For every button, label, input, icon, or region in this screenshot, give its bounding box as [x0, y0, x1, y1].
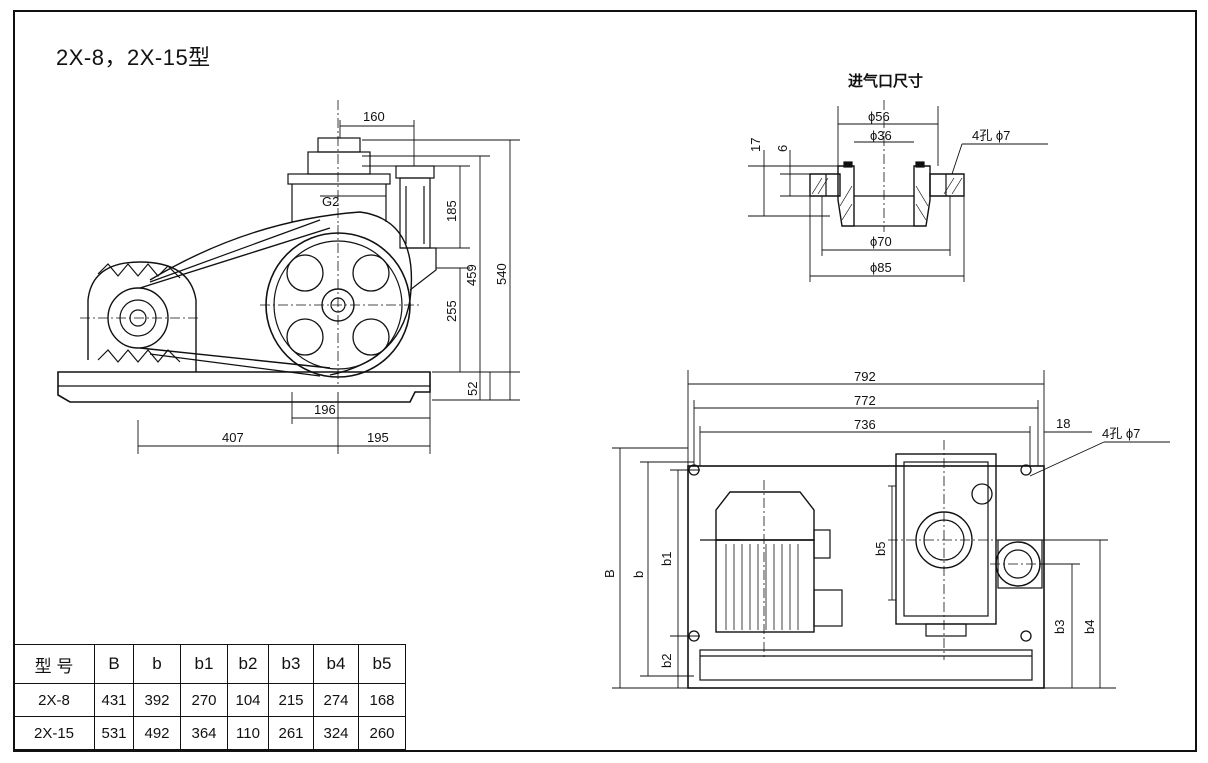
inlet-h6: 6: [775, 145, 790, 152]
header-b5: b5: [358, 644, 406, 684]
dim-407: 407: [222, 430, 244, 445]
table-cell: 431: [94, 683, 134, 717]
table-cell: 261: [268, 716, 314, 750]
dim-736: 736: [854, 417, 876, 432]
dim-52: 52: [465, 382, 480, 396]
table-cell: 215: [268, 683, 314, 717]
dim-b1: b1: [659, 552, 674, 566]
dim-b3: b3: [1052, 620, 1067, 634]
table-cell: 324: [313, 716, 359, 750]
table-cell: 168: [358, 683, 406, 717]
dim-b2: b2: [659, 654, 674, 668]
table-cell: 492: [133, 716, 181, 750]
spec-table: 型 号 B b b1 b2 b3 b4 b5 2X-8 431 392 270 …: [13, 644, 406, 750]
table-cell: 274: [313, 683, 359, 717]
dim-g2: G2: [322, 194, 339, 209]
header-b4: b4: [313, 644, 359, 684]
dim-792: 792: [854, 369, 876, 384]
header-b3: b3: [268, 644, 314, 684]
dim-540: 540: [494, 263, 509, 285]
dim-772: 772: [854, 393, 876, 408]
table-header-row: 型 号 B b b1 b2 b3 b4 b5: [13, 644, 406, 684]
table-row: 2X-8 431 392 270 104 215 274 168: [13, 683, 406, 717]
header-b2: b2: [227, 644, 269, 684]
motor-plan: [700, 491, 843, 633]
table-cell: 270: [180, 683, 228, 717]
dim-195: 195: [367, 430, 389, 445]
motor-side: [80, 261, 200, 372]
dim-18: 18: [1056, 416, 1070, 431]
pump-pulley: [260, 225, 420, 385]
dim-459: 459: [464, 264, 479, 286]
header-b1: b1: [180, 644, 228, 684]
table-cell: 2X-8: [13, 683, 95, 717]
inlet-detail: ϕ56 ϕ36 ϕ70 ϕ85 17 6 4孔 ϕ7: [748, 100, 1048, 282]
inlet-h17: 17: [748, 138, 763, 152]
inlet-d36: ϕ36: [870, 128, 892, 143]
pump-plan: [888, 440, 1080, 660]
table-cell: 104: [227, 683, 269, 717]
dim-b5: b5: [873, 542, 888, 556]
drawing-title: 2X-8，2X-15型: [56, 45, 211, 70]
table-cell: 364: [180, 716, 228, 750]
table-cell: 110: [227, 716, 269, 750]
dim-B: B: [602, 569, 617, 578]
inlet-d85: ϕ85: [870, 260, 892, 275]
inlet-title: 进气口尺寸: [848, 73, 924, 90]
inlet-d56: ϕ56: [868, 109, 890, 124]
dim-255: 255: [444, 300, 459, 322]
dim-b: b: [631, 571, 646, 578]
inlet-d70: ϕ70: [870, 234, 892, 249]
table-row: 2X-15 531 492 364 110 261 324 260: [13, 716, 406, 750]
drawing-frame: [13, 10, 1197, 752]
table-cell: 531: [94, 716, 134, 750]
dim-160: 160: [363, 109, 385, 124]
inlet-holes: 4孔 ϕ7: [972, 128, 1010, 143]
dim-b4: b4: [1082, 620, 1097, 634]
dim-185: 185: [444, 200, 459, 222]
header-B: B: [94, 644, 134, 684]
plan-view: 792 772 736 18 4孔 ϕ7 B b b1 b2 b5 b3 b4: [602, 369, 1170, 689]
table-cell: 392: [133, 683, 181, 717]
dim-196: 196: [314, 402, 336, 417]
header-model: 型 号: [13, 644, 95, 684]
header-b: b: [133, 644, 181, 684]
side-view: 160 G2 185 459 540 255 52 196 407 195: [57, 100, 520, 454]
table-cell: 2X-15: [13, 716, 95, 750]
plan-holes: 4孔 ϕ7: [1102, 426, 1140, 441]
table-cell: 260: [358, 716, 406, 750]
